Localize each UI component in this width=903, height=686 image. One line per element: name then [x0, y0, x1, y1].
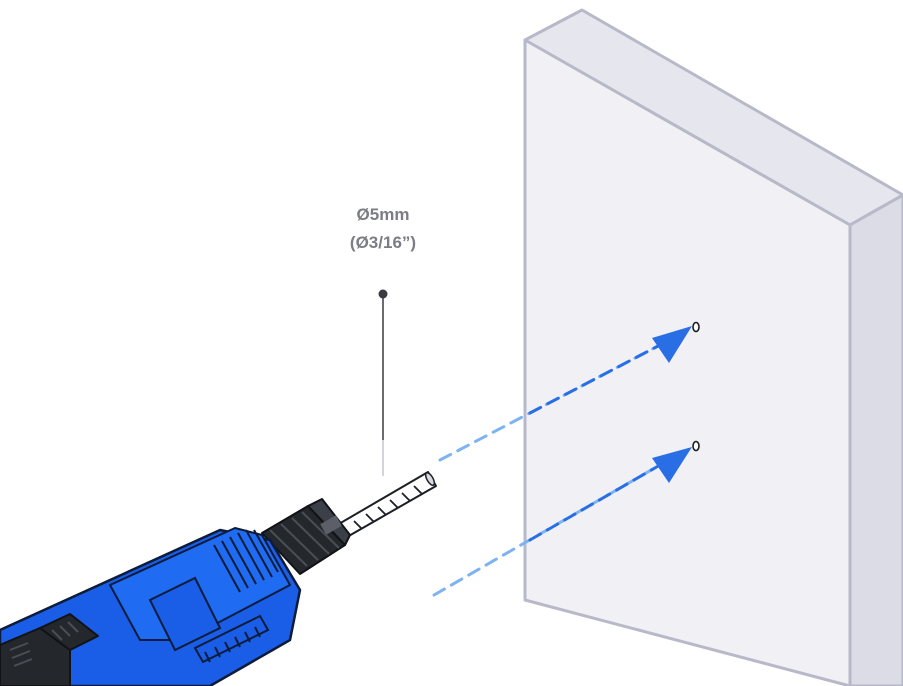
drill-body — [0, 527, 302, 686]
diameter-annotation: Ø5mm (Ø3/16”) — [350, 205, 416, 476]
drill-icon — [0, 471, 437, 686]
hole-marker-icon-upper — [692, 321, 700, 333]
drill-chuck — [261, 498, 351, 575]
diameter-metric-label: Ø5mm — [357, 205, 410, 224]
arrow-icon-upper — [438, 326, 692, 462]
wall-panel — [523, 8, 903, 686]
wall-side-face — [848, 193, 903, 686]
diameter-imperial-label: (Ø3/16”) — [350, 233, 416, 252]
arrow-icon-lower — [432, 447, 692, 597]
hole-marker-icon-lower — [692, 440, 700, 452]
wall-front-face — [523, 38, 852, 686]
